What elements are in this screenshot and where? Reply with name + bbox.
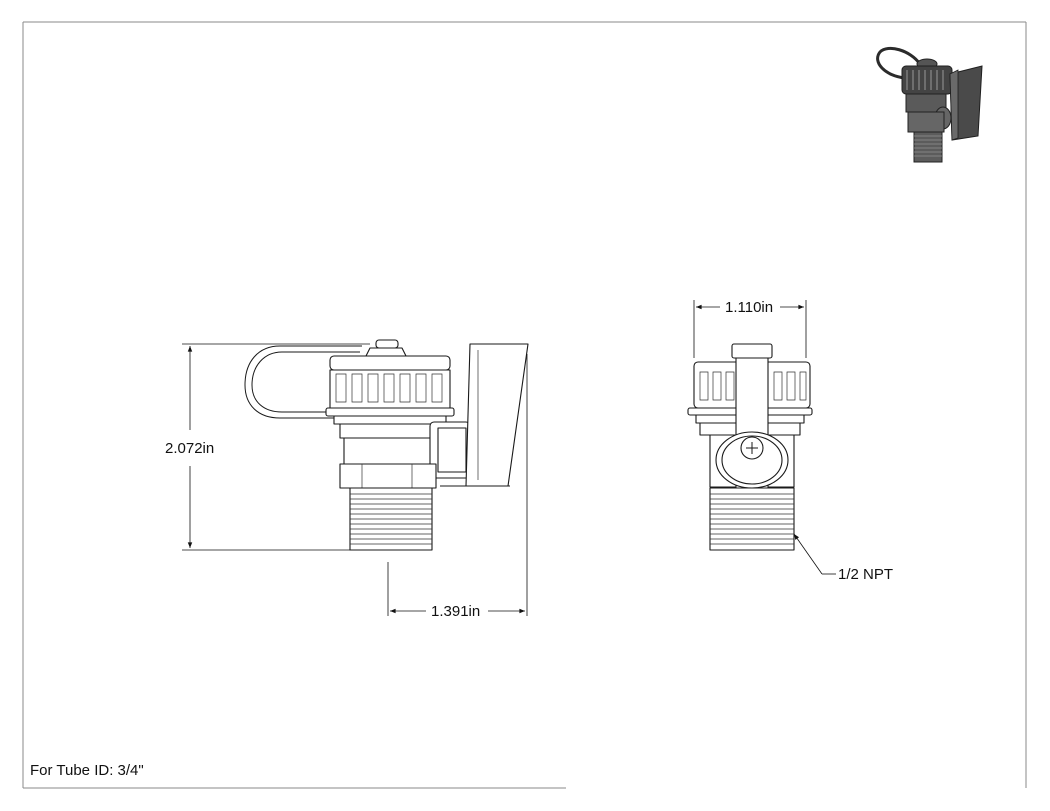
tube-id-note: For Tube ID: 3/4": [30, 762, 144, 779]
thread-callout-leader: [793, 533, 836, 575]
isometric-view: [876, 47, 983, 163]
drawing-frame: [22, 21, 1027, 789]
front-width-dimension-label: 1.110in: [725, 299, 773, 316]
side-width-dimension: [387, 354, 528, 616]
side-view: [244, 339, 529, 551]
height-dimension: [182, 343, 370, 551]
front-width-dimension: [693, 300, 807, 358]
side-width-dimension-label: 1.391in: [431, 603, 480, 620]
front-view: [687, 343, 813, 551]
height-dimension-label: 2.072in: [165, 440, 214, 457]
thread-callout-label: 1/2 NPT: [838, 566, 893, 583]
